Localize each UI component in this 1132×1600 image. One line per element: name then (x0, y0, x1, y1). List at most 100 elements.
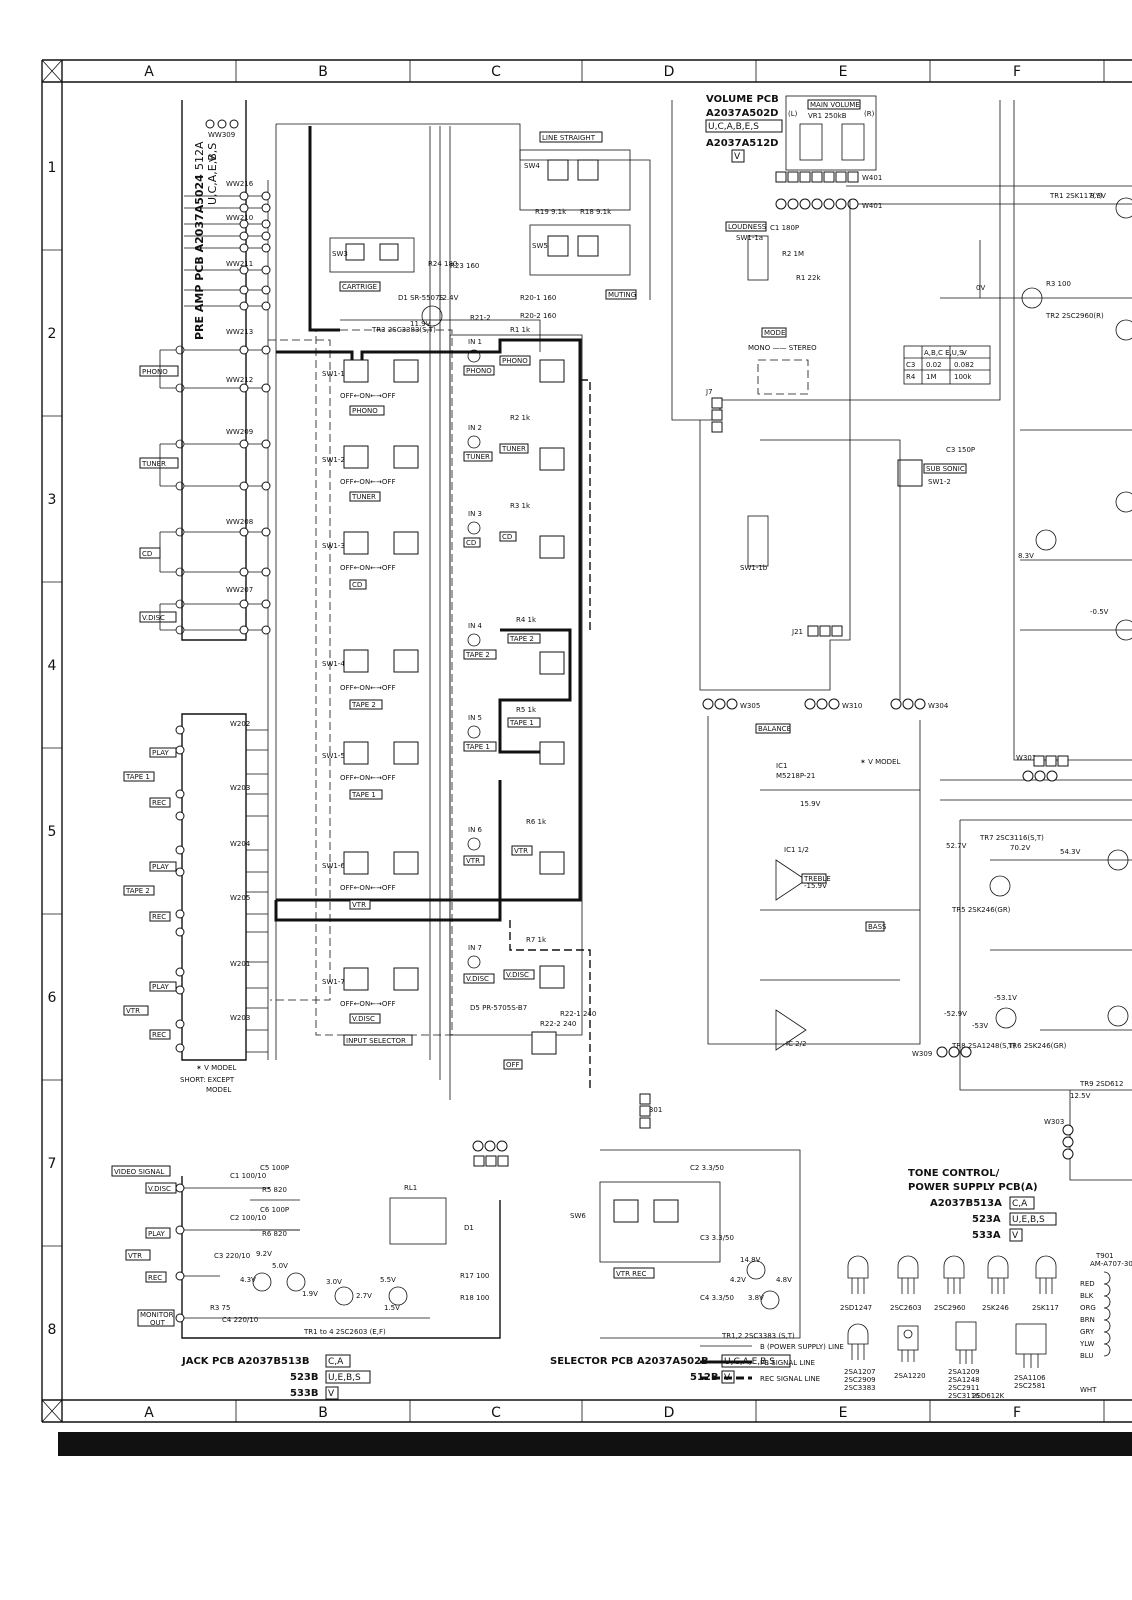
row-label-3: 3 (48, 492, 57, 508)
svg-text:-53.1V: -53.1V (994, 994, 1017, 1002)
svg-text:OFF←ON←→OFF: OFF←ON←→OFF (340, 774, 395, 782)
svg-text:W310: W310 (842, 702, 862, 710)
svg-text:R20-2 160: R20-2 160 (520, 312, 556, 320)
svg-text:A2037A502D: A2037A502D (706, 108, 779, 119)
svg-text:IN 5: IN 5 (468, 714, 482, 722)
svg-text:TR7 2SC3116(S,T): TR7 2SC3116(S,T) (979, 834, 1044, 842)
svg-text:TONE CONTROL/: TONE CONTROL/ (908, 1168, 1000, 1179)
svg-text:C3 3.3/50: C3 3.3/50 (700, 1234, 734, 1242)
svg-text:POWER SUPPLY PCB(A): POWER SUPPLY PCB(A) (908, 1182, 1038, 1193)
svg-text:REC SIGNAL LINE: REC SIGNAL LINE (760, 1375, 820, 1383)
svg-text:WHT: WHT (1080, 1386, 1097, 1394)
input-row-vdisc: SW1-7 V.DISC OFF←ON←→OFF IN 7 V.DISC R7 … (322, 936, 565, 1024)
svg-text:C6 100P: C6 100P (260, 1206, 289, 1214)
input-row-tape1: SW1-5 TAPE 1 OFF←ON←→OFF IN 5 TAPE 1 R5 … (322, 706, 565, 800)
svg-text:2SK117: 2SK117 (1032, 1304, 1059, 1312)
svg-text:OUT: OUT (150, 1319, 166, 1327)
svg-text:-0.5V: -0.5V (1090, 608, 1109, 616)
svg-text:BALANCE: BALANCE (758, 725, 791, 733)
svg-text:2SC3383: 2SC3383 (844, 1384, 876, 1392)
svg-text:MUTING: MUTING (608, 291, 636, 299)
svg-text:SW1-2: SW1-2 (928, 478, 951, 486)
svg-text:3.8V: 3.8V (748, 1294, 764, 1302)
svg-text:R6 1k: R6 1k (526, 818, 547, 826)
svg-text:0V: 0V (976, 284, 985, 292)
col-label-d-bottom: D (664, 1405, 675, 1421)
svg-text:523B: 523B (290, 1372, 319, 1383)
svg-text:2SC2911: 2SC2911 (948, 1384, 980, 1392)
svg-text:1.5V: 1.5V (384, 1304, 400, 1312)
row-label-7: 7 (48, 1156, 57, 1172)
svg-text:TAPE 1: TAPE 1 (509, 719, 534, 727)
svg-text:WW207: WW207 (226, 586, 253, 594)
svg-text:W203: W203 (230, 1014, 250, 1022)
svg-text:IN 7: IN 7 (468, 944, 482, 952)
svg-text:TR1 to 4 2SC2603 (E,F): TR1 to 4 2SC2603 (E,F) (303, 1328, 386, 1336)
col-label-b: B (318, 64, 328, 80)
svg-text:5.5V: 5.5V (380, 1276, 396, 1284)
preamp-connector-pins (239, 191, 271, 635)
svg-text:U,E,B,S: U,E,B,S (328, 1373, 361, 1383)
col-label-d: D (664, 64, 675, 80)
svg-text:OFF←ON←→OFF: OFF←ON←→OFF (340, 392, 395, 400)
svg-text:52.7V: 52.7V (946, 842, 967, 850)
svg-text:R7 1k: R7 1k (526, 936, 547, 944)
svg-text:PHONO: PHONO (466, 367, 492, 375)
svg-text:V: V (328, 1389, 335, 1399)
svg-text:SW1-7: SW1-7 (322, 978, 345, 986)
svg-text:V.DISC: V.DISC (148, 1185, 171, 1193)
svg-text:14.8V: 14.8V (740, 1256, 761, 1264)
svg-text:TR1 2SK117(Y): TR1 2SK117(Y) (1049, 192, 1103, 200)
svg-text:C,A: C,A (1012, 1199, 1028, 1209)
transistor-pinouts: 2SD1247 2SC2603 2SC2960 2SK246 2SK117 2S… (840, 1255, 1059, 1400)
col-label-a: A (144, 64, 154, 80)
svg-text:A,B,C E,U,S: A,B,C E,U,S (924, 349, 964, 357)
svg-text:IN 3: IN 3 (468, 510, 482, 518)
svg-text:SW1-1a: SW1-1a (736, 234, 763, 242)
svg-text:TAPE 2: TAPE 2 (509, 635, 534, 643)
svg-text:R4: R4 (906, 373, 916, 381)
svg-text:2SK246: 2SK246 (982, 1304, 1009, 1312)
svg-text:✶ V MODEL: ✶ V MODEL (860, 758, 900, 766)
svg-text:CD: CD (502, 533, 512, 541)
svg-text:BRN: BRN (1080, 1316, 1095, 1324)
svg-text:PB SIGNAL LINE: PB SIGNAL LINE (760, 1359, 815, 1367)
svg-text:W301: W301 (642, 1106, 662, 1114)
svg-text:TUNER: TUNER (351, 493, 376, 501)
svg-text:2SD1247: 2SD1247 (840, 1304, 872, 1312)
line-legend: B (POWER SUPPLY) LINE PB SIGNAL LINE REC… (700, 1343, 844, 1383)
row-label-8: 8 (48, 1322, 57, 1338)
svg-text:R17 100: R17 100 (460, 1272, 489, 1280)
svg-text:BLK: BLK (1080, 1292, 1094, 1300)
svg-text:IN 1: IN 1 (468, 338, 482, 346)
svg-text:2SC3116: 2SC3116 (948, 1392, 980, 1400)
svg-text:(R): (R) (864, 110, 875, 118)
svg-text:SW1-1b: SW1-1b (740, 564, 768, 572)
svg-text:TAPE 2: TAPE 2 (465, 651, 490, 659)
svg-text:523A: 523A (972, 1214, 1001, 1225)
svg-text:TREBLE: TREBLE (803, 875, 831, 883)
row-label-5: 5 (48, 824, 57, 840)
svg-text:VTR: VTR (128, 1252, 142, 1260)
right-amp-wiring (671, 100, 1132, 1181)
col-label-c: C (491, 64, 501, 80)
jack-label-vdisc: V.DISC (142, 614, 165, 622)
svg-text:V: V (962, 349, 967, 357)
svg-text:U,E,B,S: U,E,B,S (1012, 1215, 1045, 1225)
svg-text:5.0V: 5.0V (272, 1262, 288, 1270)
svg-text:W203: W203 (230, 784, 250, 792)
row-label-1: 1 (48, 160, 57, 176)
svg-text:OFF←ON←→OFF: OFF←ON←→OFF (340, 1000, 395, 1008)
svg-text:LINE STRAIGHT: LINE STRAIGHT (542, 134, 596, 142)
svg-text:R3 1k: R3 1k (510, 502, 531, 510)
svg-text:SW4: SW4 (524, 162, 540, 170)
svg-text:SHORT: EXCEPT: SHORT: EXCEPT (180, 1076, 235, 1084)
svg-text:SW1-2: SW1-2 (322, 456, 345, 464)
svg-text:R3 75: R3 75 (210, 1304, 230, 1312)
svg-text:VTR REC: VTR REC (616, 1270, 646, 1278)
svg-text:R1 1k: R1 1k (510, 326, 531, 334)
svg-text:R5 820: R5 820 (262, 1186, 287, 1194)
svg-text:VTR: VTR (466, 857, 480, 865)
svg-text:U,C,A,E,B,S: U,C,A,E,B,S (206, 143, 219, 205)
svg-text:SW5: SW5 (532, 242, 548, 250)
